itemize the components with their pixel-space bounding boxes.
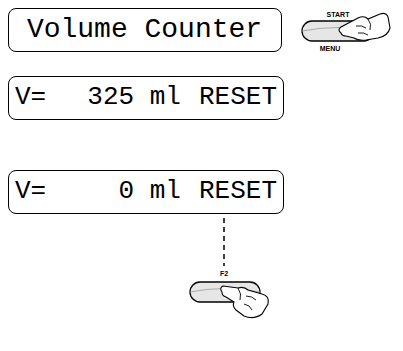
display-text: V= — [15, 171, 46, 212]
display-text: 0 ml — [119, 171, 181, 212]
lcd-display: V= 0 ml RESET — [8, 170, 284, 214]
display-text: V= — [15, 77, 46, 118]
button-label: F2 — [220, 270, 228, 278]
lcd-display: Volume Counter — [8, 8, 282, 52]
button-label: MENU — [320, 45, 341, 53]
button-label: START — [327, 11, 350, 19]
display-text: RESET — [199, 171, 277, 212]
display-text: RESET — [199, 77, 277, 118]
display-text: Volume Counter — [27, 9, 262, 50]
display-text: 325 ml — [87, 77, 181, 118]
lcd-display: V= 325 ml RESET — [8, 76, 284, 120]
